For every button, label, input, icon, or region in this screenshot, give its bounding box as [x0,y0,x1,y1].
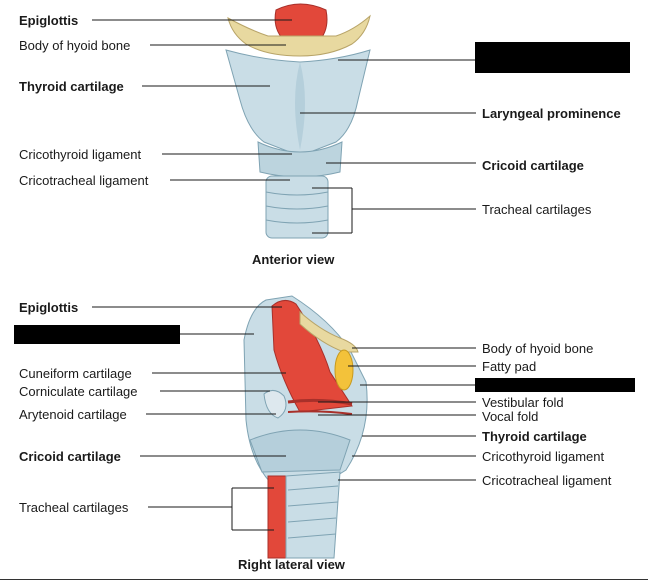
label-anterior-cricothyroid-ligament: Cricothyroid ligament [19,147,141,162]
label-anterior-laryngeal-prominence: Laryngeal prominence [482,106,621,121]
label-lateral-thyroid-cartilage: Thyroid cartilage [482,429,587,444]
label-lateral-vestibular-fold: Vestibular fold [482,395,564,410]
redaction-box-lateral-right [475,378,635,392]
label-lateral-fatty-pad: Fatty pad [482,359,536,374]
caption-anterior-view: Anterior view [252,252,334,267]
label-anterior-thyroid-cartilage: Thyroid cartilage [19,79,124,94]
label-lateral-cuneiform-cartilage: Cuneiform cartilage [19,366,132,381]
lateral-fatty-pad-shape [335,350,353,390]
label-lateral-cricotracheal-ligament: Cricotracheal ligament [482,473,611,488]
lateral-trachea-shape [268,472,340,558]
bottom-border [0,579,648,580]
label-lateral-cricoid-cartilage: Cricoid cartilage [19,449,121,464]
label-lateral-cricothyroid-ligament: Cricothyroid ligament [482,449,604,464]
anterior-trachea-shape [266,176,328,238]
redaction-box-anterior [475,42,630,73]
caption-lateral-view: Right lateral view [238,557,345,572]
anterior-larynx-illustration [92,4,476,238]
label-lateral-arytenoid-cartilage: Arytenoid cartilage [19,407,127,422]
label-lateral-vocal-fold: Vocal fold [482,409,538,424]
label-lateral-epiglottis: Epiglottis [19,300,78,315]
label-anterior-cricoid-cartilage: Cricoid cartilage [482,158,584,173]
label-anterior-tracheal-cartilages: Tracheal cartilages [482,202,591,217]
label-anterior-body-hyoid: Body of hyoid bone [19,38,130,53]
label-anterior-cricotracheal-ligament: Cricotracheal ligament [19,173,148,188]
label-anterior-epiglottis: Epiglottis [19,13,78,28]
label-lateral-tracheal-cartilages: Tracheal cartilages [19,500,128,515]
redaction-box-lateral-left [14,325,180,344]
label-lateral-body-hyoid: Body of hyoid bone [482,341,593,356]
label-lateral-corniculate-cartilage: Corniculate cartilage [19,384,138,399]
